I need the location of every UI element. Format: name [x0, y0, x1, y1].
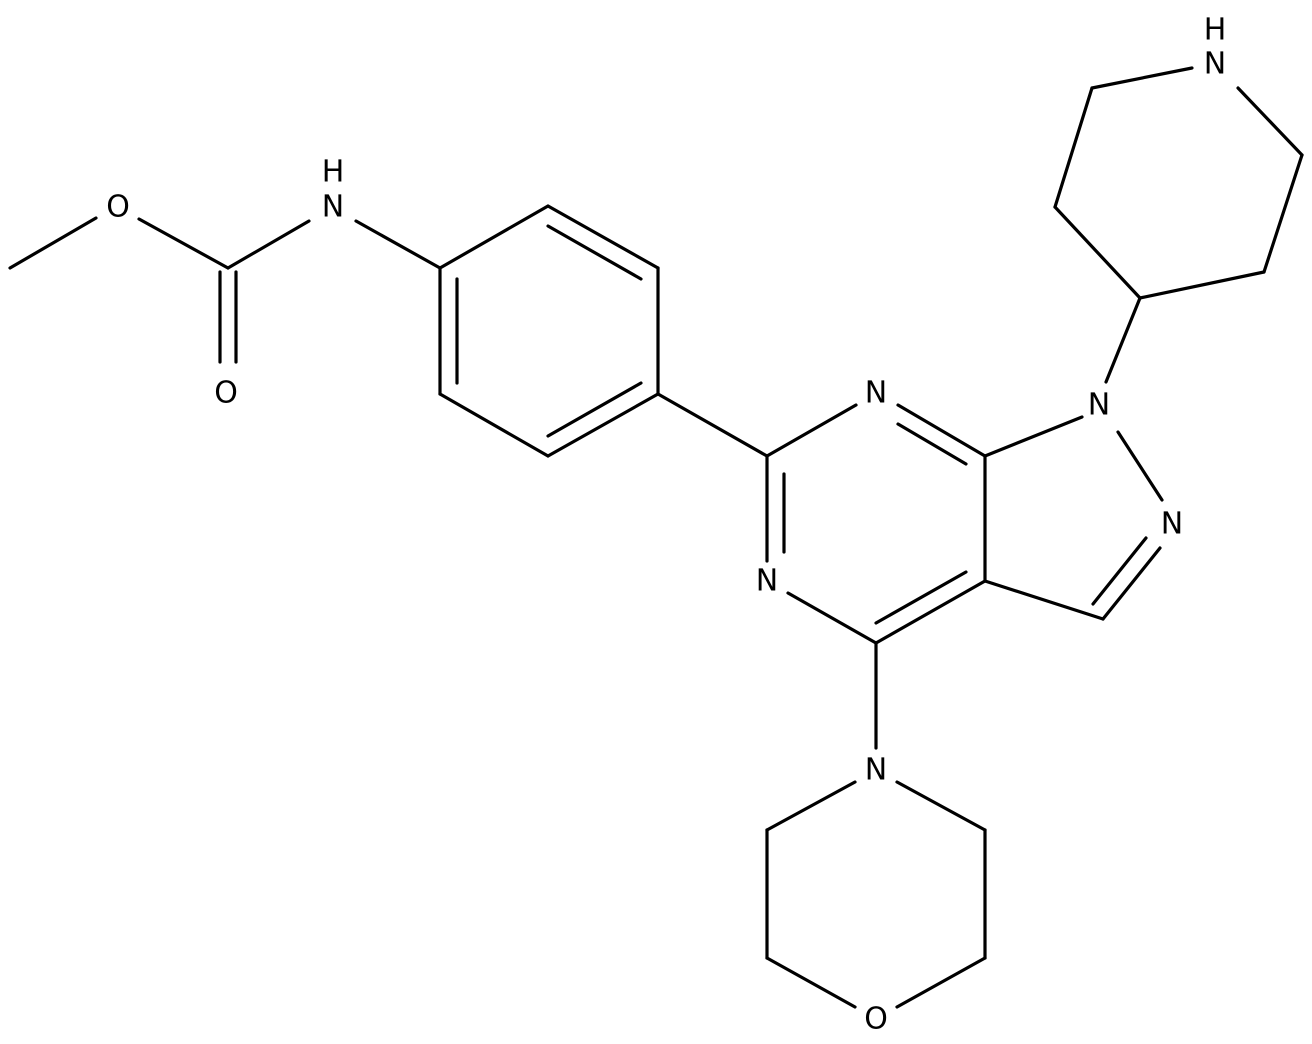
bond-n1-piperidine	[1104, 296, 1142, 384]
bond-n-phenyl	[354, 219, 442, 270]
bond-phenyl-inner-1	[546, 224, 643, 281]
bond-pyz-n1-n2	[1116, 430, 1164, 502]
bond-pym-c3a-c4	[874, 579, 987, 645]
atom-label-piperidine-n: N	[1204, 47, 1226, 82]
bond-phenyl-5	[438, 392, 550, 458]
bond-phenyl-pyrimidine	[656, 392, 769, 458]
bond-morph-3	[895, 956, 987, 1009]
bond-morph-6	[765, 780, 857, 832]
bond-pip-4	[1090, 66, 1194, 90]
atom-label-morpholine-n: N	[865, 753, 887, 788]
bond-methyl-o	[8, 216, 98, 270]
atom-label-pyrazole-n1: N	[1088, 388, 1110, 423]
atom-label-morpholine-o: O	[864, 1002, 888, 1037]
atom-label-pyrimidine-n-left: N	[756, 564, 778, 599]
bond-morph-4	[765, 956, 857, 1009]
bond-pip-2	[1262, 153, 1304, 274]
bond-pyz-n2-c3	[1101, 546, 1162, 621]
bond-pip-3	[1236, 86, 1304, 157]
atom-label-pyrazole-n2: N	[1161, 507, 1183, 542]
atom-label-piperidine-h: H	[1204, 13, 1227, 48]
bond-pym-c4-n5	[786, 591, 878, 645]
atom-label-carbamate-n: N	[322, 190, 344, 225]
bond-pip-6	[1053, 205, 1142, 300]
bond-o-carbonyl-c	[137, 217, 230, 270]
bond-pym-c3a-c4-inner	[874, 570, 968, 625]
bond-phenyl-1	[438, 204, 550, 270]
bond-pip-5	[1053, 86, 1094, 209]
bond-phenyl-inner-2	[546, 381, 643, 438]
bond-pym-c6-n7	[765, 403, 858, 458]
bond-pym-n7-c7a-inner	[896, 422, 968, 466]
atom-label-pyrimidine-n-top: N	[865, 376, 887, 411]
atom-label-carbamate-h: H	[322, 155, 345, 190]
bond-pyz-c7a-n1	[983, 415, 1084, 458]
bond-carbonyl-c-n	[226, 219, 311, 270]
bond-pyz-n2-c3-inner	[1091, 536, 1148, 606]
bond-pyz-c3-c3a	[983, 579, 1105, 621]
bond-pym-n7-c7a	[896, 403, 987, 458]
atom-label-carbonyl-o: O	[214, 376, 238, 411]
bond-morph-1	[895, 780, 987, 832]
atom-label-ester-o: O	[106, 190, 130, 225]
bond-phenyl-4	[546, 392, 660, 458]
bond-phenyl-2	[546, 204, 660, 270]
bond-pip-1	[1138, 270, 1266, 300]
